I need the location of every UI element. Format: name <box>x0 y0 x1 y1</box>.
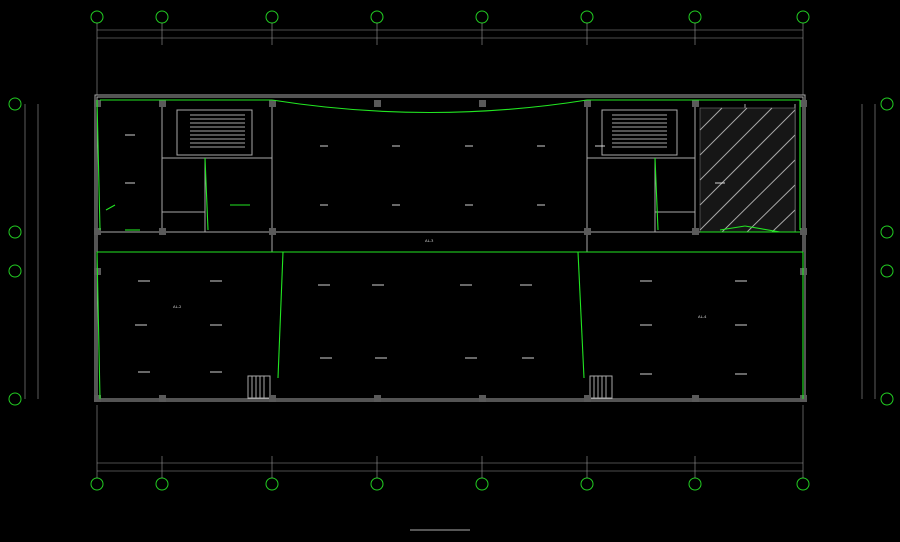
wiring-circuits <box>96 99 804 400</box>
axis-bubble-bottom-1 <box>90 477 104 491</box>
axis-bubble-bottom-8 <box>796 477 810 491</box>
axis-bubble-right-2 <box>880 225 894 239</box>
axis-bubble-left-1 <box>8 97 22 111</box>
axis-bubble-bottom-5 <box>475 477 489 491</box>
axis-bubble-top-4 <box>370 10 384 24</box>
axis-bubble-right-3 <box>880 264 894 278</box>
axis-bubble-left-4 <box>8 392 22 406</box>
axis-bubble-right-4 <box>880 392 894 406</box>
stair-left <box>176 109 253 156</box>
axis-bubble-top-3 <box>265 10 279 24</box>
top-axis-bubbles <box>90 10 810 24</box>
axis-bubble-top-7 <box>688 10 702 24</box>
axis-bubble-top-5 <box>475 10 489 24</box>
axis-bubble-bottom-6 <box>580 477 594 491</box>
left-axis-bubbles <box>8 97 22 406</box>
axis-bubble-top-2 <box>155 10 169 24</box>
panel-label-al-4: AL-4 <box>698 314 707 319</box>
panel-label-al-2: AL-2 <box>173 304 182 309</box>
axis-bubble-bottom-7 <box>688 477 702 491</box>
stair-bottom-left <box>247 375 271 399</box>
bottom-axis-bubbles <box>90 477 810 491</box>
axis-bubble-left-3 <box>8 264 22 278</box>
axis-bubble-left-2 <box>8 225 22 239</box>
axis-bubble-right-1 <box>880 97 894 111</box>
axis-bubble-top-6 <box>580 10 594 24</box>
axis-bubble-top-1 <box>90 10 104 24</box>
building-walls <box>94 94 806 402</box>
axis-bubble-top-8 <box>796 10 810 24</box>
axis-bubble-bottom-3 <box>265 477 279 491</box>
right-axis-bubbles <box>880 97 894 406</box>
hatched-room <box>699 107 796 233</box>
stair-right <box>601 109 678 156</box>
axis-bubble-bottom-4 <box>370 477 384 491</box>
stair-bottom-right <box>589 375 613 399</box>
panel-label-al-3: AL-3 <box>425 238 434 243</box>
dimension-lines <box>24 23 876 478</box>
light-fixtures <box>125 134 747 375</box>
axis-bubble-bottom-2 <box>155 477 169 491</box>
